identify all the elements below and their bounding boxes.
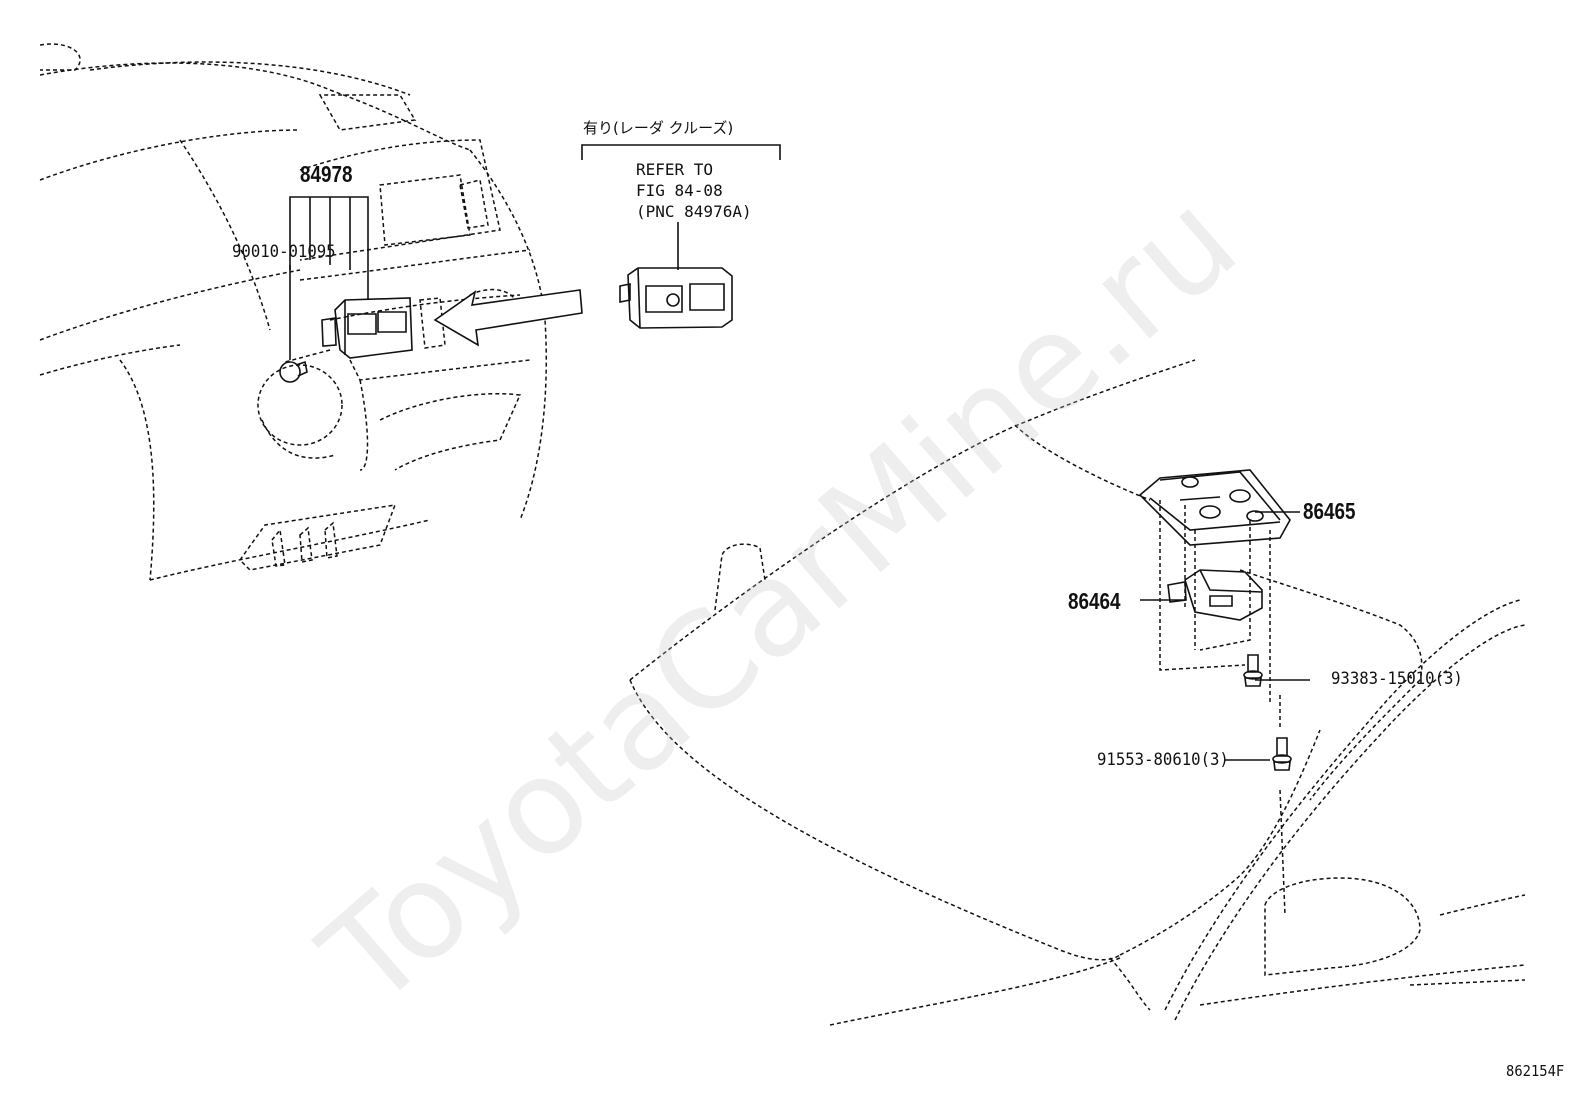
dashboard-outline (40, 44, 546, 580)
bolt-93383 (1244, 655, 1262, 686)
sensor-bracket (1140, 470, 1290, 545)
assembly-guide-lines (285, 350, 1280, 730)
insert-arrow (435, 290, 582, 345)
part-label-93383-15010: 93383-15010(3) (1331, 669, 1463, 689)
refer-note-line-3: (PNC 84976A) (636, 202, 752, 221)
refer-note-line-1: REFER TO (636, 160, 714, 179)
part-label-90010-01095: 90010-01095 (232, 242, 336, 262)
windshield-outline (630, 360, 1525, 1025)
part-label-91553-80610: 91553-80610(3) (1097, 750, 1229, 770)
part-label-84978: 84978 (300, 161, 353, 187)
figure-reference-number: 862154F (1505, 1062, 1564, 1080)
part-label-86464: 86464 (1068, 588, 1121, 614)
cruise-switch (620, 268, 732, 328)
radar-sensor (1168, 570, 1262, 620)
leader-lines (290, 145, 1310, 760)
switch-in-dash (280, 298, 412, 382)
refer-note-line-2: FIG 84-08 (636, 181, 723, 200)
bolt-91553 (1273, 738, 1291, 770)
note-radar-cruise: 有り(レーダ クルーズ) (583, 119, 734, 137)
part-label-86465: 86465 (1303, 498, 1356, 524)
